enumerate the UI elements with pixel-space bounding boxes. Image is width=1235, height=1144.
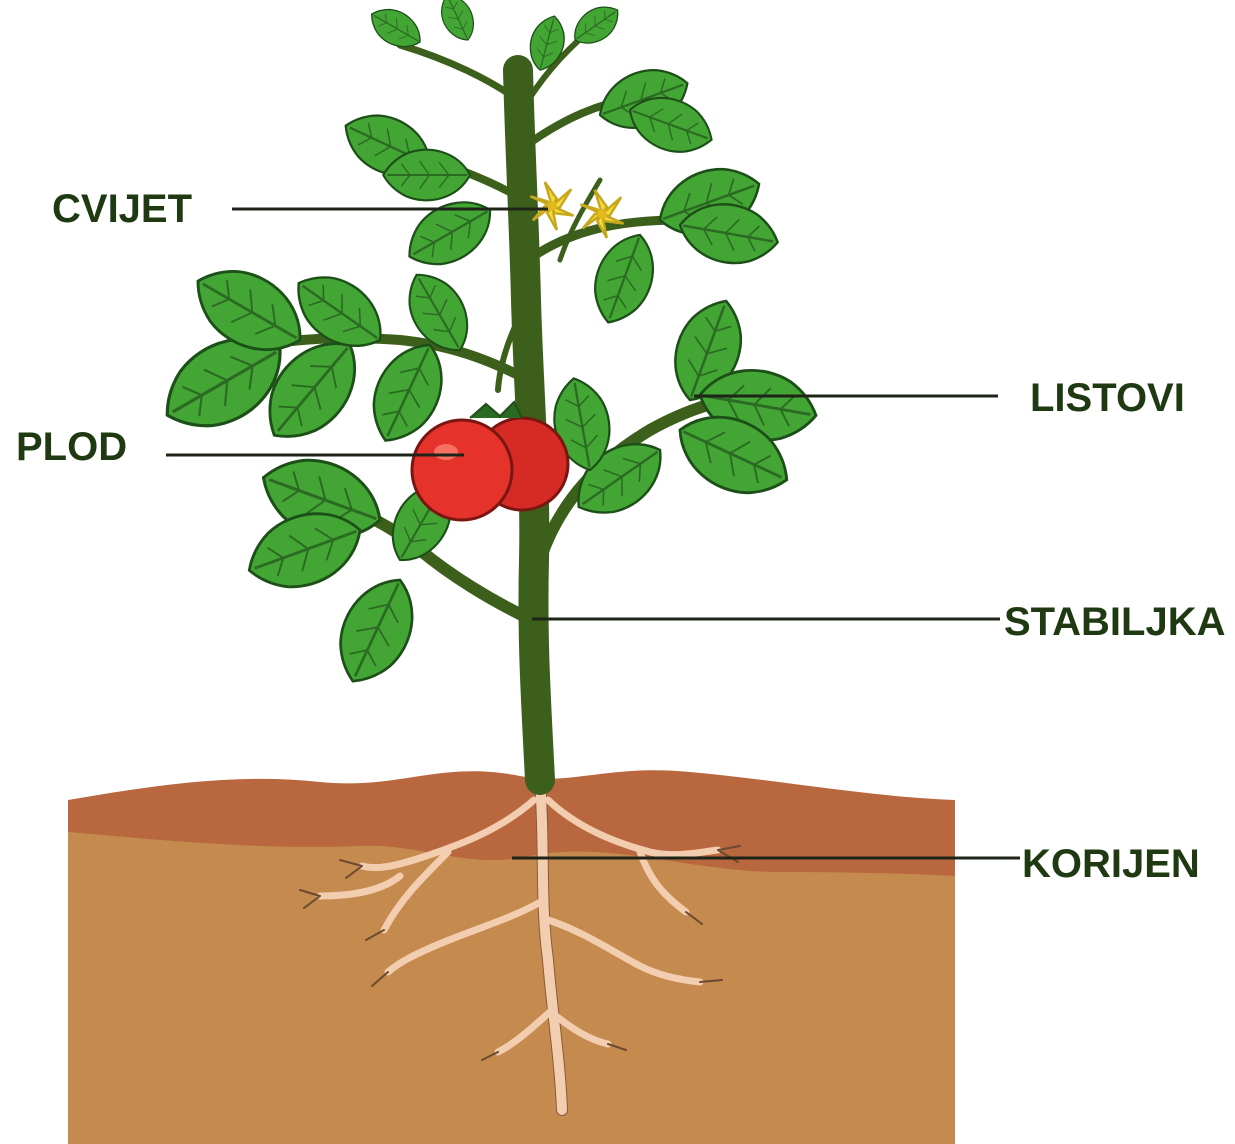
label-leaves: LISTOVI bbox=[1030, 376, 1185, 420]
label-root: KORIJEN bbox=[1022, 842, 1200, 886]
label-flower: CVIJET bbox=[52, 187, 192, 231]
soil bbox=[68, 770, 955, 1144]
label-stem: STABILJKA bbox=[1004, 600, 1225, 644]
label-fruit: PLOD bbox=[16, 425, 127, 469]
